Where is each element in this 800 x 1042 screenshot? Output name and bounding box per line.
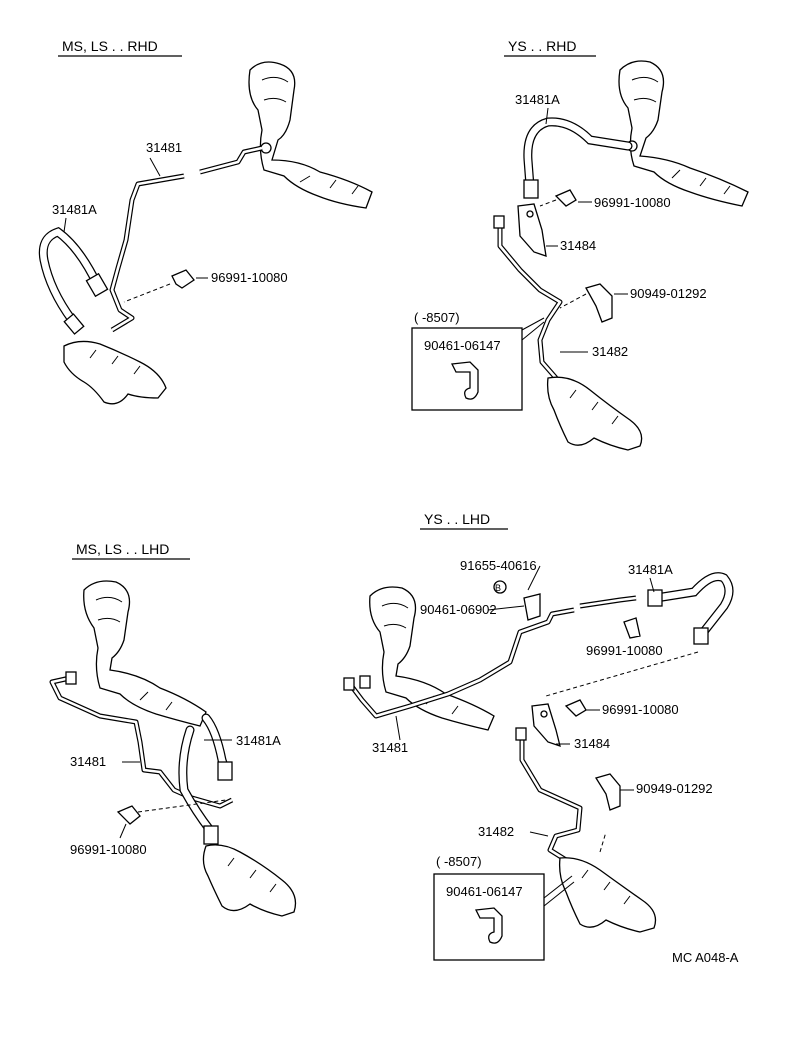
label-bolt: 91655-40616 [460,558,537,573]
bolt-marker: B [495,583,501,593]
label-pipe: 31482 [592,344,628,359]
section-ms-ls-rhd: MS, LS . . RHD [38,38,373,405]
label-hose: 31481A [236,733,281,748]
label-clip-a: 96991-10080 [586,643,663,658]
diagram-ref: MC A048-A [672,950,739,965]
label-bracket: 31484 [560,238,596,253]
inset-range: ( -8507) [414,310,460,325]
clutch-master-cylinder-icon [248,61,373,209]
pipe-31481 [49,671,234,809]
label-pipe: 31481 [70,754,106,769]
label-clip: 96991-10080 [211,270,288,285]
hose-clip-icon [123,269,208,303]
flexible-hose-icon [647,572,734,645]
section-title: YS . . RHD [508,38,576,54]
flexible-hose-icon [38,226,109,335]
label-clamp-a: 90461-06902 [420,602,497,617]
hose-clip-icon [539,189,592,207]
flexible-hose-icon [523,117,633,199]
pipe-clamp-icon [594,773,621,853]
label-pipe: 31481 [146,140,182,155]
label-bracket: 31484 [574,736,610,751]
release-cylinder-icon [63,340,167,405]
section-ms-ls-lhd: MS, LS . . LHD 31481A [49,541,297,917]
bracket-icon [517,203,547,257]
label-clip: 96991-10080 [70,842,147,857]
inset-box: ( -8507) 90461-06147 [411,310,545,411]
clutch-master-cylinder-icon [369,586,495,731]
pipe-clamp-icon [559,283,628,323]
label-clamp: 90949-01292 [630,286,707,301]
flexible-hose-icon [178,713,233,845]
bracket-icon [531,703,561,747]
inset-part: 90461-06147 [424,338,501,353]
inset-range: ( -8507) [436,854,482,869]
pipe-clamp-icon: B [493,580,541,621]
pipe-31481 [343,595,637,719]
section-ys-lhd: YS . . LHD B [343,511,734,961]
pipe-31481 [109,145,263,333]
label-hose: 31481A [515,92,560,107]
hose-clip-icon [116,799,227,839]
hose-clip-icon [623,617,641,639]
section-title: MS, LS . . LHD [76,541,169,557]
label-pipe-b: 31482 [478,824,514,839]
inset-box: ( -8507) 90461-06147 [433,854,575,961]
release-cylinder-icon [558,857,657,933]
label-hose: 31481A [628,562,673,577]
section-ys-rhd: YS . . RHD [411,38,749,451]
clutch-master-cylinder-icon [618,60,749,207]
label-clamp-b: 90949-01292 [636,781,713,796]
release-cylinder-icon [546,376,643,451]
inset-part: 90461-06147 [446,884,523,899]
pipe-31482 [493,215,563,380]
section-title: MS, LS . . RHD [62,38,158,54]
section-title: YS . . LHD [424,511,490,527]
clutch-master-cylinder-icon [83,580,207,727]
label-clip: 96991-10080 [594,195,671,210]
label-hose: 31481A [52,202,97,217]
release-cylinder-icon [202,844,297,917]
pipe-31482 [515,727,583,863]
label-pipe-a: 31481 [372,740,408,755]
label-clip-b: 96991-10080 [602,702,679,717]
